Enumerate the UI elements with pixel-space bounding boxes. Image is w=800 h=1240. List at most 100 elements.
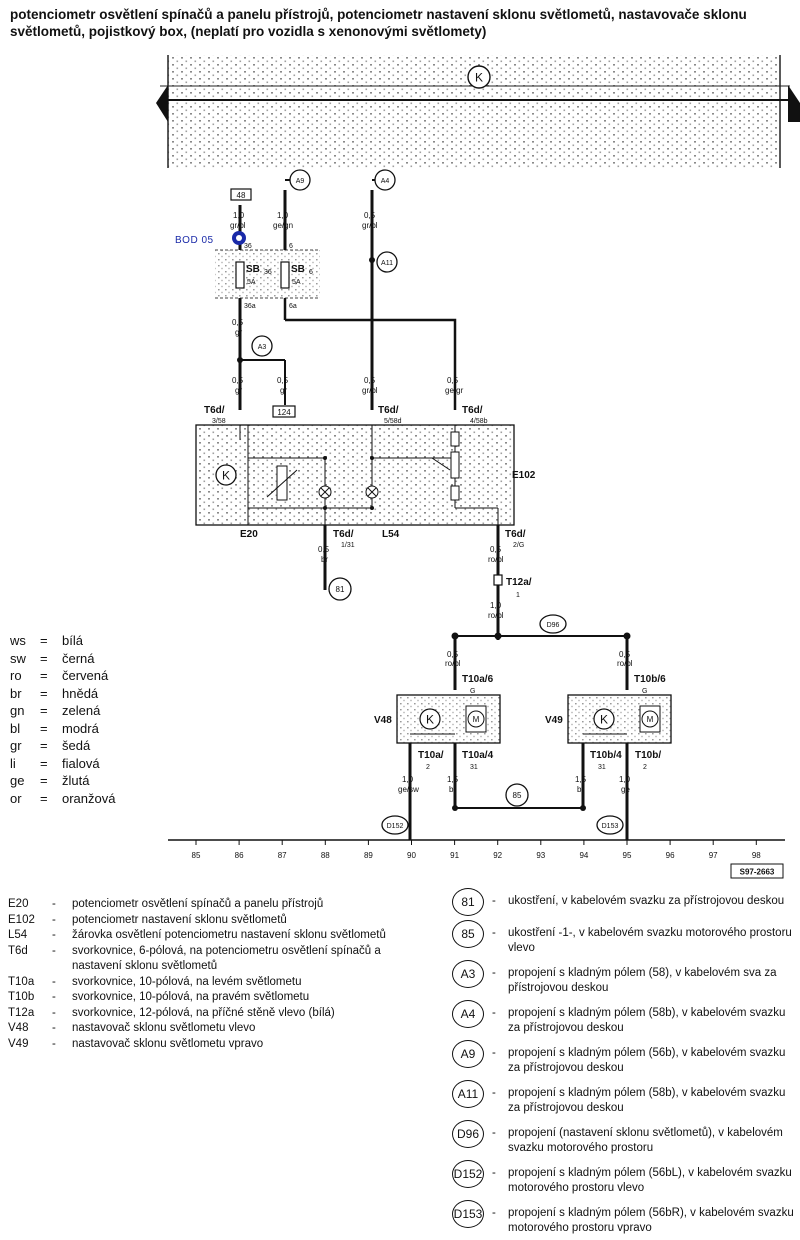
svg-text:G: G xyxy=(470,688,475,695)
svg-text:SB: SB xyxy=(246,264,260,275)
wire-label-size: 1,0 xyxy=(277,211,289,220)
svg-text:5A: 5A xyxy=(292,279,301,286)
legend-equals: = xyxy=(40,703,48,718)
legend-code: bl xyxy=(10,720,21,736)
component-code: E102 xyxy=(8,913,35,926)
legend-code: ro xyxy=(10,668,22,683)
svg-text:31: 31 xyxy=(470,764,478,771)
connection-dash: - xyxy=(492,967,496,979)
legend-code: ge xyxy=(10,773,25,788)
component-row: T10b - svorkovnice, 10-pólová, na pravém s… xyxy=(8,990,408,1006)
svg-text:br: br xyxy=(321,555,328,564)
component-dash: - xyxy=(52,1006,56,1019)
component-list: E20 - potenciometr osvětlení spínačů a pan… xyxy=(8,897,408,1052)
connector-a3 xyxy=(251,335,273,357)
svg-text:2: 2 xyxy=(426,764,430,771)
svg-text:br: br xyxy=(449,785,456,794)
svg-text:M: M xyxy=(473,715,480,724)
connection-dash: - xyxy=(492,1047,496,1059)
component-description: svorkovnice, 10-pólová, na pravém světlo… xyxy=(72,991,310,1003)
connector-a11-label: A11 xyxy=(381,260,393,267)
svg-text:gr/bl: gr/bl xyxy=(362,386,378,395)
svg-text:0,5: 0,5 xyxy=(318,545,330,554)
axis-tick-label: 96 xyxy=(666,851,675,860)
lamp-icon xyxy=(365,485,379,499)
connector-a4-label: A4 xyxy=(381,178,390,185)
svg-text:D152: D152 xyxy=(387,823,404,830)
connection-description: propojení s kladným pólem (58), v kabelo… xyxy=(508,967,777,994)
connector-a11 xyxy=(376,251,398,273)
axis-tick-label: 89 xyxy=(364,851,373,860)
component-label-l54: L54 xyxy=(382,529,400,540)
component-dash: - xyxy=(52,944,56,957)
right-arrow-icon xyxy=(788,85,800,122)
component-code: T10a xyxy=(8,975,35,988)
component-label-v48: V48 xyxy=(374,715,392,726)
component-description: svorkovnice, 12-pólová, na příčné stěně … xyxy=(72,1006,335,1019)
svg-text:1: 1 xyxy=(516,592,520,599)
svg-text:SB: SB xyxy=(291,264,305,275)
component-code: V49 xyxy=(8,1037,29,1050)
page-title: potenciometr osvětlení spínačů a panelu … xyxy=(10,7,747,39)
svg-text:5A: 5A xyxy=(247,279,256,286)
svg-text:ge/sw: ge/sw xyxy=(398,785,419,794)
connection-dash: - xyxy=(492,1127,496,1139)
v48-actuator: K M xyxy=(396,694,501,744)
svg-text:6: 6 xyxy=(309,269,313,276)
svg-text:2/G: 2/G xyxy=(513,542,524,549)
legend-equals: = xyxy=(40,668,48,683)
legend-code: br xyxy=(10,685,22,701)
svg-text:ro/bl: ro/bl xyxy=(488,611,504,620)
connection-dash: - xyxy=(492,1087,496,1099)
legend-equals: = xyxy=(40,738,48,753)
axis-tick-label: 97 xyxy=(709,851,718,860)
legend-code: or xyxy=(10,790,22,806)
svg-text:4/58b: 4/58b xyxy=(470,418,488,425)
component-description: potenciometr osvětlení spínačů a panelu … xyxy=(72,898,324,910)
connection-d153 xyxy=(596,815,624,835)
svg-text:1,5: 1,5 xyxy=(575,775,587,784)
svg-text:T10a/: T10a/ xyxy=(418,750,444,761)
fuse-holder xyxy=(215,249,320,299)
legend-code: li xyxy=(10,755,16,771)
central-electrics-box: K xyxy=(156,55,800,168)
svg-text:0,5: 0,5 xyxy=(447,376,459,385)
svg-text:T6d/: T6d/ xyxy=(505,529,526,540)
component-code: T6d xyxy=(8,944,28,957)
legend-color-name: černá xyxy=(62,650,95,666)
component-label-e102: E102 xyxy=(512,470,536,481)
component-row: T6d - svorkovnice, 6-pólová, na potenciome… xyxy=(8,944,408,975)
component-description: nastavovač sklonu světlometu vpravo xyxy=(72,1037,264,1050)
component-row: L54-žárovka osvětlení potenciometru nast… xyxy=(8,928,408,944)
connector-a3-label: A3 xyxy=(258,344,267,351)
svg-text:ro/bl: ro/bl xyxy=(445,659,461,668)
legend-equals: = xyxy=(40,773,48,788)
svg-text:0,5: 0,5 xyxy=(619,650,631,659)
component-code: E20 xyxy=(8,898,29,910)
legend-row: li=fialová xyxy=(10,755,140,773)
connector-124 xyxy=(272,405,296,418)
svg-text:36a: 36a xyxy=(244,303,256,310)
svg-text:36: 36 xyxy=(264,269,272,276)
connector-48-label: 48 xyxy=(237,191,246,200)
legend-color-name: zelená xyxy=(62,703,101,718)
svg-text:6: 6 xyxy=(289,243,293,250)
component-description: svorkovnice, 6-pólová, na potenciometru … xyxy=(72,944,381,973)
legend-equals: = xyxy=(40,755,48,771)
component-code: L54 xyxy=(8,929,28,941)
svg-text:T10a/6: T10a/6 xyxy=(462,674,494,685)
motor-icon xyxy=(641,710,659,728)
component-description: nastavovač sklonu světlometu vlevo xyxy=(72,1022,256,1034)
svg-text:85: 85 xyxy=(513,791,522,800)
component-dash: - xyxy=(52,975,56,988)
component-dash: - xyxy=(52,991,56,1003)
axis-tick-label: 88 xyxy=(321,851,330,860)
connection-id-badge: D96 xyxy=(452,1120,484,1148)
component-description: žárovka osvětlení potenciometru nastaven… xyxy=(72,929,386,941)
connection-description: propojení s kladným pólem (58b), v kabel… xyxy=(508,1087,786,1114)
component-code: T10b xyxy=(8,991,35,1003)
legend-color-name: šedá xyxy=(62,738,91,753)
component-label-v49: V49 xyxy=(545,715,563,726)
axis-tick-label: 91 xyxy=(450,851,459,860)
connection-description: ukostření -1-, v kabelovém svazku motoro… xyxy=(508,927,792,954)
